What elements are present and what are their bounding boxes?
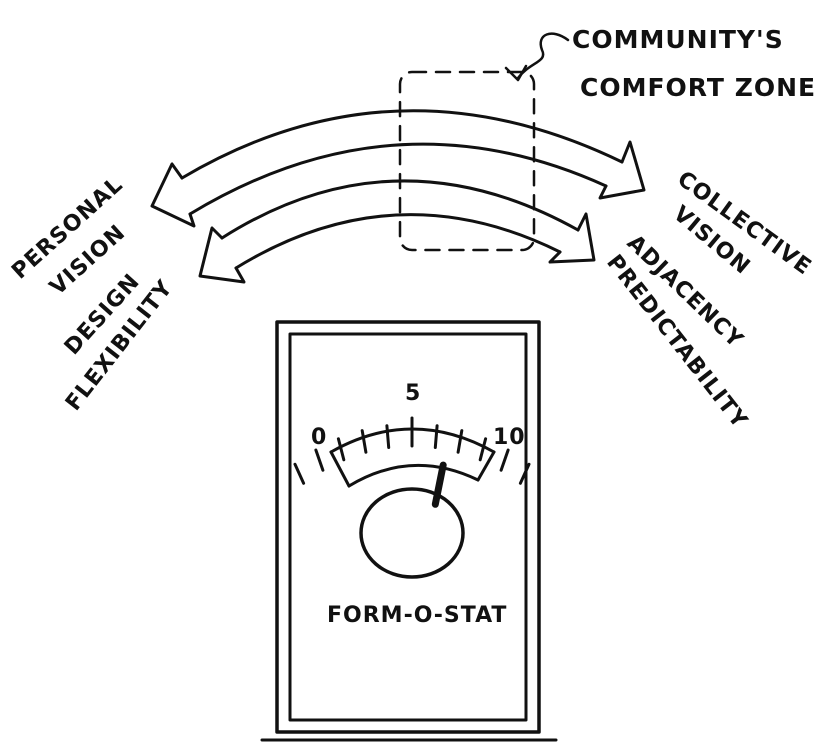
dial-knob[interactable] bbox=[361, 489, 463, 577]
dial-tick bbox=[458, 431, 462, 453]
upper-right-arrowhead bbox=[600, 142, 644, 198]
device-label: FORM-O-STAT bbox=[327, 603, 507, 628]
dial-label-min: 0 bbox=[311, 425, 327, 450]
dial-label-mid: 5 bbox=[405, 381, 421, 406]
lower-right-arrowhead bbox=[550, 214, 594, 262]
lower-left-arrowhead bbox=[200, 228, 244, 282]
annotation-line-1: COMMUNITY'S bbox=[572, 25, 784, 54]
lower-arrow-band-inner bbox=[236, 215, 560, 268]
dial-tick bbox=[387, 426, 389, 448]
dial-tick bbox=[480, 439, 485, 460]
annotation-line-2: COMFORT ZONE bbox=[580, 73, 816, 102]
dial-tick bbox=[338, 439, 343, 460]
comfort-zone-box bbox=[400, 72, 534, 250]
dial-tick bbox=[362, 431, 366, 453]
dial-scale-left-edge bbox=[331, 452, 349, 486]
annotation-arrow bbox=[518, 34, 568, 78]
dial-tick bbox=[435, 426, 437, 448]
dial-label-max: 10 bbox=[493, 425, 526, 450]
dial-tick bbox=[295, 464, 304, 483]
dial-scale-inner-arc bbox=[349, 465, 478, 486]
dial-tick bbox=[501, 450, 508, 470]
upper-arrow-band-inner bbox=[190, 144, 606, 214]
dial-tick bbox=[316, 450, 323, 470]
